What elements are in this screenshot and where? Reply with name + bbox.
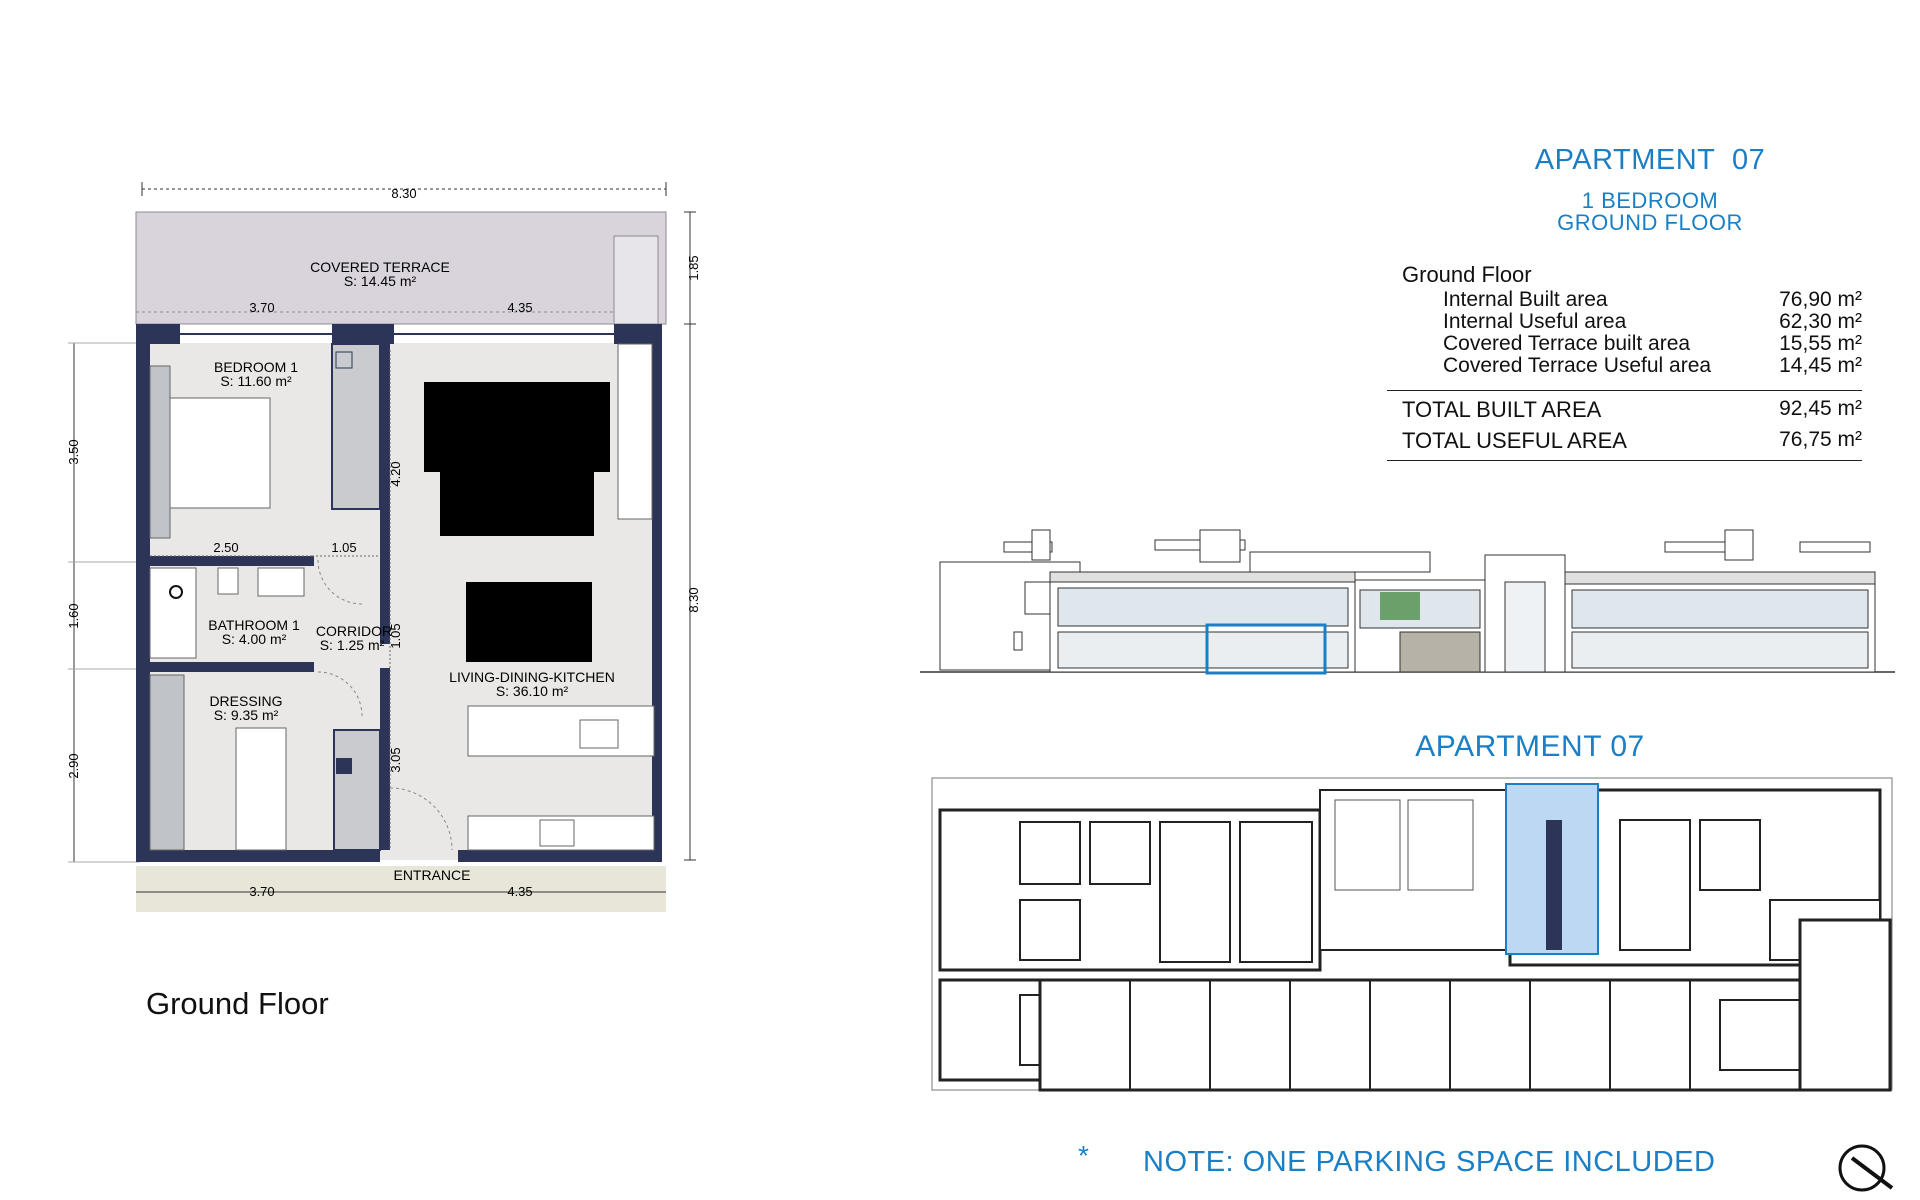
dim-left-bottom: 2.90 — [66, 753, 81, 778]
dim-bottom-left: 3.70 — [249, 884, 274, 899]
floor-caption: Ground Floor — [146, 986, 329, 1021]
living-area: S: 36.10 m² — [496, 683, 569, 699]
apartment-elevation-highlight — [1205, 623, 1327, 675]
corridor-area: S: 1.25 m² — [320, 637, 385, 653]
site-plan-label: APARTMENT 07 — [1415, 730, 1645, 763]
dim-bedroom-width: 2.50 — [213, 540, 238, 555]
covered-terrace — [135, 211, 667, 325]
dim-bottom-right: 4.35 — [507, 884, 532, 899]
dim-corridor-len: 1.05 — [388, 623, 403, 648]
floor-subtitle: GROUND FLOOR — [1557, 210, 1743, 235]
dim-terrace-left: 3.70 — [249, 300, 274, 315]
dim-corridor-width: 1.05 — [331, 540, 356, 555]
bedroom-area: S: 11.60 m² — [220, 373, 292, 389]
entrance-label: ENTRANCE — [393, 867, 470, 883]
dim-terrace-right: 4.35 — [507, 300, 532, 315]
bathroom-name: BATHROOM 1 — [208, 617, 300, 633]
dressing-area: S: 9.35 m² — [214, 707, 279, 723]
living-name: LIVING-DINING-KITCHEN — [449, 669, 615, 685]
dim-top-total: 8.30 — [391, 186, 416, 201]
north-compass-icon — [1838, 1144, 1894, 1192]
site-plan — [931, 777, 1893, 1092]
apartment-title: APARTMENT 07 — [1534, 144, 1766, 176]
bathroom-area: S: 4.00 m² — [222, 631, 287, 647]
bedroom-subtitle: 1 BEDROOM — [1581, 188, 1719, 213]
terrace-name: COVERED TERRACE — [310, 259, 450, 275]
areas-section-heading: Ground Floor — [1402, 262, 1532, 287]
floor-plan: COVERED TERRACE S: 14.45 m² BEDROOM 1 S:… — [66, 182, 700, 912]
note-marker: * — [1078, 1140, 1090, 1171]
dim-left-top: 3.50 — [66, 439, 81, 464]
bedroom-name: BEDROOM 1 — [214, 359, 298, 375]
corridor-name: CORRIDOR — [316, 623, 392, 639]
parking-note: NOTE: ONE PARKING SPACE INCLUDED — [1143, 1146, 1716, 1178]
dim-right-total: 8.30 — [686, 587, 700, 612]
dim-living-lower: 3.05 — [388, 747, 403, 772]
dim-left-mid: 1.60 — [66, 603, 81, 628]
dim-terrace-depth: 1.85 — [686, 255, 700, 280]
dressing-name: DRESSING — [209, 693, 282, 709]
terrace-area: S: 14.45 m² — [344, 273, 417, 289]
building-elevation — [920, 529, 1895, 675]
dim-living-upper: 4.20 — [388, 461, 403, 486]
